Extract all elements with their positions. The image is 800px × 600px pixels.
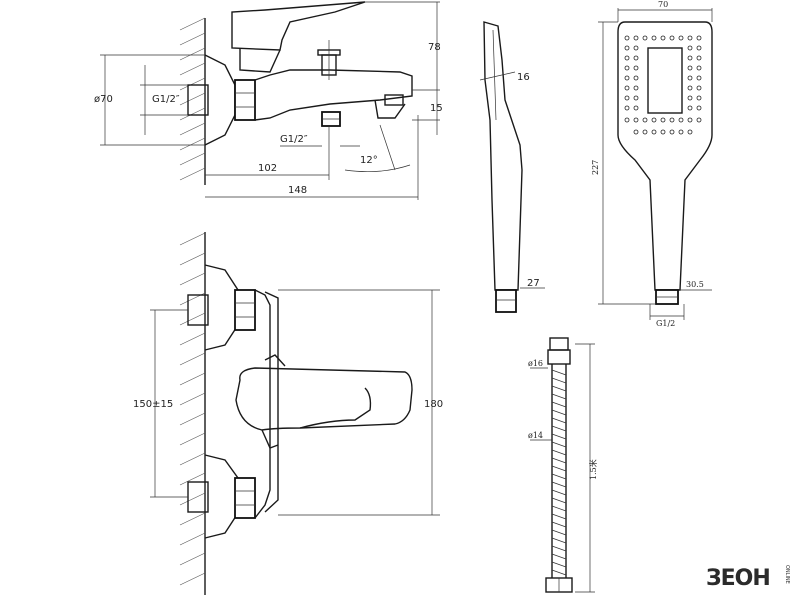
dim-hose-length: 1.5米 — [588, 459, 598, 480]
shower-hose-view: ø16 ø14 1.5米 — [528, 337, 598, 593]
logo-text: ЗЕОН — [706, 566, 770, 591]
wall-hatching-top — [179, 17, 206, 185]
dim-30-5: 30.5 — [686, 280, 704, 289]
dim-16: 16 — [517, 72, 530, 83]
dim-227: 227 — [591, 160, 600, 175]
dim-27: 27 — [527, 278, 540, 289]
dim-78: 78 — [428, 42, 441, 53]
front-dimensions — [150, 289, 440, 516]
top-dimensions — [100, 1, 440, 200]
side-elevation-view: 78 ø70 G1/2″ 15 102 148 12° G1/2″ — [94, 1, 443, 200]
dim-hose-d14: ø14 — [528, 431, 543, 440]
wall-hatching-bottom — [179, 232, 206, 595]
dim-g12-shower: G1/2 — [656, 319, 675, 328]
dim-15: 15 — [430, 103, 443, 114]
front-elevation-view: 150±15 180 — [133, 232, 443, 595]
dim-70: 70 — [658, 0, 668, 9]
dim-102: 102 — [258, 163, 277, 174]
brand-logo: ЗЕОН ONLINE — [706, 565, 790, 591]
dim-diameter-70: ø70 — [94, 94, 113, 105]
logo-sub: ONLINE — [784, 565, 790, 584]
dim-angle-12: 12° — [360, 155, 378, 166]
handshower-front-view: 70 227 30.5 G1/2 — [591, 0, 713, 328]
hose-coils — [551, 369, 567, 576]
dim-thread-g12: G1/2″ — [152, 94, 180, 105]
spray-nozzles — [624, 35, 702, 135]
dim-148: 148 — [288, 185, 307, 196]
dim-g12-outlet: G1/2″ — [280, 134, 308, 145]
handshower-side-view: 16 27 — [479, 21, 545, 313]
dim-180: 180 — [424, 399, 443, 410]
dim-150-15: 150±15 — [133, 399, 173, 410]
dim-hose-d16: ø16 — [528, 359, 543, 368]
